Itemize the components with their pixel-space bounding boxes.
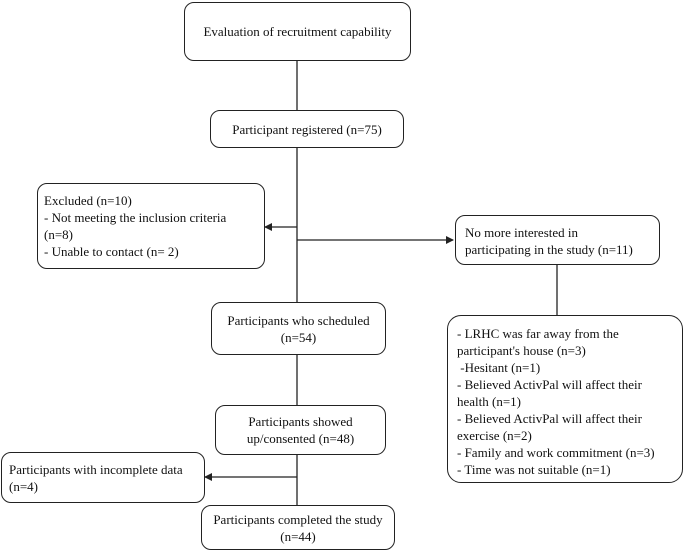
reasons-box: - LRHC was far away from the participant… [447, 315, 683, 483]
completed-line-2: (n=44) [280, 528, 316, 544]
completed-box: Participants completed the study (n=44) [201, 505, 395, 550]
incomplete-box: Participants with incomplete data (n=4) [1, 452, 205, 503]
reason-line-9: - Time was not suitable (n=1) [457, 462, 611, 477]
reason-line-6: - Believed ActivPal will affect their [457, 411, 642, 426]
excluded-title: Excluded (n=10) [44, 193, 132, 208]
excluded-line-2: (n=8) [44, 227, 73, 242]
incomplete-line-1: Participants with incomplete data [9, 462, 183, 477]
reason-line-5: health (n=1) [457, 394, 522, 409]
reason-line-4: - Believed ActivPal will affect their [457, 377, 642, 392]
scheduled-line-1: Participants who scheduled [227, 312, 370, 328]
reason-line-3: -Hesitant (n=1) [457, 360, 541, 375]
registered-box: Participant registered (n=75) [210, 110, 404, 148]
not-interested-line-2: participating in the study (n=11) [465, 242, 633, 257]
not-interested-box: No more interested in participating in t… [455, 215, 660, 265]
reason-line-2: participant's house (n=3) [457, 343, 586, 358]
excluded-line-3: - Unable to contact (n= 2) [44, 244, 179, 259]
scheduled-box: Participants who scheduled (n=54) [211, 302, 386, 355]
evaluation-label: Evaluation of recruitment capability [203, 24, 392, 39]
not-interested-line-1: No more interested in [465, 225, 578, 240]
consented-box: Participants showed up/consented (n=48) [215, 405, 386, 455]
excluded-line-1: - Not meeting the inclusion criteria [44, 210, 227, 225]
evaluation-box: Evaluation of recruitment capability [184, 2, 411, 61]
reason-line-1: - LRHC was far away from the [457, 326, 619, 341]
registered-label: Participant registered (n=75) [232, 121, 382, 137]
scheduled-line-2: (n=54) [280, 329, 317, 345]
incomplete-line-2: (n=4) [9, 479, 38, 494]
consented-line-1: Participants showed [248, 414, 353, 429]
reason-line-8: - Family and work commitment (n=3) [457, 445, 655, 460]
excluded-box: Excluded (n=10) - Not meeting the inclus… [37, 183, 265, 269]
consented-line-2: up/consented (n=48) [246, 431, 355, 446]
reason-line-7: exercise (n=2) [457, 428, 532, 443]
completed-line-1: Participants completed the study [213, 511, 383, 527]
